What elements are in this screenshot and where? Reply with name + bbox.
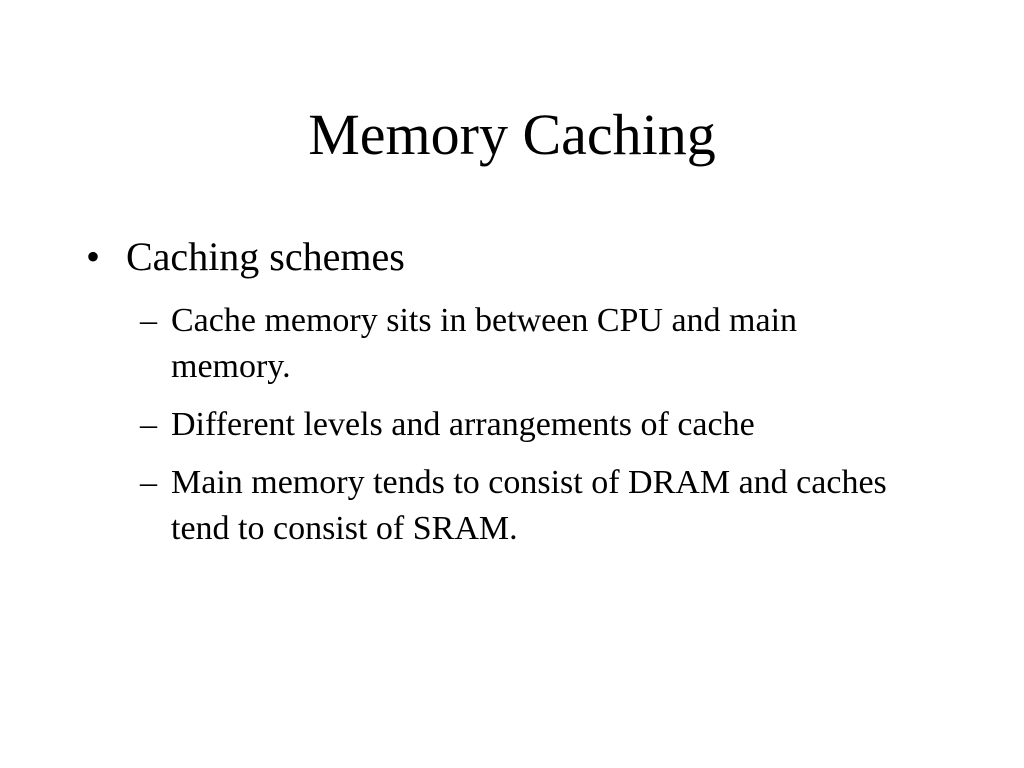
sub-bullet-item: – Cache memory sits in between CPU and m… bbox=[140, 298, 920, 390]
dash-icon: – bbox=[140, 464, 157, 501]
sub-bullet-item: – Main memory tends to consist of DRAM a… bbox=[140, 460, 920, 552]
sub-bullet-text: Main memory tends to consist of DRAM and… bbox=[171, 464, 887, 547]
bullet-text: Caching schemes bbox=[126, 234, 405, 279]
sub-bullet-text: Cache memory sits in between CPU and mai… bbox=[171, 302, 798, 385]
dash-icon: – bbox=[140, 406, 157, 443]
sub-bullet-text: Different levels and arrangements of cac… bbox=[171, 406, 755, 443]
slide-title: Memory Caching bbox=[308, 102, 716, 167]
sub-bullet-list: – Cache memory sits in between CPU and m… bbox=[140, 298, 920, 564]
dash-icon: – bbox=[140, 302, 157, 339]
sub-bullet-item: – Different levels and arrangements of c… bbox=[140, 402, 920, 448]
bullet-dot-icon: • bbox=[86, 234, 101, 279]
